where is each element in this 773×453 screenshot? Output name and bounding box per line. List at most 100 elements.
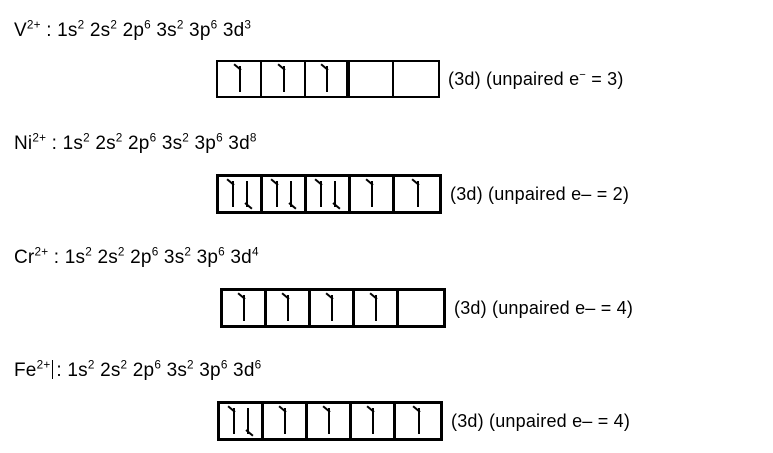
orbital-term: 1s xyxy=(62,133,84,154)
orbital-box xyxy=(351,177,395,211)
orbital-term: 3p xyxy=(199,360,221,381)
orbital-term: 2p xyxy=(128,133,150,154)
separator-colon: : xyxy=(56,360,62,381)
unpaired-electron-label: (3d) (unpaired e– = 4) xyxy=(451,411,630,432)
orbital-box xyxy=(395,177,439,211)
configuration-line: V2+ : 1s2 2s2 2p6 3s2 3p6 3d3 xyxy=(14,18,251,44)
orbital-electron-count: 6 xyxy=(216,131,223,145)
orbital-term: 1s xyxy=(64,247,86,268)
orbital-term: 3s xyxy=(163,247,185,268)
orbital-term: 2s xyxy=(95,133,116,154)
label-suffix: = 4) xyxy=(595,297,634,318)
spin-up-arrow-icon xyxy=(369,292,381,321)
spin-down-arrow-icon xyxy=(241,181,253,210)
orbital-term: 2p xyxy=(130,247,152,268)
orbital-diagram-strip: (3d) (unpaired e– = 2) xyxy=(216,174,629,214)
orbital-term: 3s xyxy=(166,360,188,381)
orbital-electron-count: 2 xyxy=(187,358,194,372)
spin-up-arrow-icon xyxy=(227,405,239,434)
orbital-electron-count: 6 xyxy=(254,358,262,372)
orbital-box xyxy=(307,177,351,211)
spin-up-arrow-icon xyxy=(232,63,245,92)
arrow-shaft xyxy=(233,408,235,434)
configuration-line: Cr2+ : 1s2 2s2 2p6 3s2 3p6 3d4 xyxy=(14,245,259,271)
arrow-shaft xyxy=(246,181,248,207)
orbital-electron-count: 6 xyxy=(151,245,159,259)
orbital-electron-count: 2 xyxy=(110,18,118,32)
orbital-electron-count: 6 xyxy=(154,358,162,372)
configuration-line: Fe2+: 1s2 2s2 2p6 3s2 3p6 3d6 xyxy=(14,358,261,384)
orbital-electron-count: 2 xyxy=(115,131,123,145)
label-suffix: = 2) xyxy=(591,183,630,204)
orbital-electrons xyxy=(267,291,308,325)
orbital-box xyxy=(267,291,311,325)
arrow-shaft xyxy=(372,408,374,434)
orbital-electron-count: 8 xyxy=(249,131,257,145)
spin-up-arrow-icon xyxy=(366,405,378,434)
separator-colon: : xyxy=(46,20,52,41)
orbital-diagram-strip: (3d) (unpaired e– = 4) xyxy=(217,401,630,441)
orbital-electron-count: 4 xyxy=(251,245,259,259)
spin-up-arrow-icon xyxy=(411,405,424,434)
ion-symbol: Fe xyxy=(14,360,37,381)
orbital-electron-count: 2 xyxy=(83,131,90,145)
orbital-box xyxy=(308,404,352,438)
arrow-shaft xyxy=(417,408,420,434)
label-prefix: (3d) (unpaired e xyxy=(450,183,582,204)
spin-up-arrow-icon xyxy=(278,405,290,434)
orbital-term: 3p xyxy=(189,20,211,41)
orbital-electron-count: 3 xyxy=(244,18,252,32)
orbital-box xyxy=(399,291,443,325)
label-suffix: = 3) xyxy=(586,68,624,89)
configuration-line: Ni2+ : 1s2 2s2 2p6 3s2 3p6 3d8 xyxy=(14,131,257,157)
orbital-electrons xyxy=(307,177,348,211)
arrow-shaft xyxy=(375,295,377,321)
orbital-electron-count: 2 xyxy=(77,18,85,32)
orbital-box xyxy=(218,62,262,96)
orbital-term: 2s xyxy=(97,247,118,268)
orbital-term: 3p xyxy=(194,133,217,154)
orbital-electron-count: 2 xyxy=(120,358,128,372)
orbital-term: 3d xyxy=(230,247,252,268)
orbital-term: 3p xyxy=(196,247,219,268)
orbital-diagram-strip: (3d) (unpaired e− = 3) xyxy=(216,60,624,98)
orbital-electrons xyxy=(308,404,349,438)
orbital-term: 3s xyxy=(161,133,183,154)
orbital-box xyxy=(306,62,350,96)
orbital-electrons xyxy=(220,404,261,438)
orbital-electron-count: 2 xyxy=(182,131,190,145)
orbital-electrons xyxy=(306,62,346,96)
spin-up-arrow-icon xyxy=(314,178,326,207)
spin-up-arrow-icon xyxy=(322,405,334,434)
spin-up-arrow-icon xyxy=(319,63,332,92)
orbital-electron-count: 6 xyxy=(220,358,228,372)
spin-up-arrow-icon xyxy=(281,292,293,321)
arrow-shaft xyxy=(331,295,333,321)
orbital-term: 3d xyxy=(222,20,245,41)
label-prefix: (3d) (unpaired e xyxy=(451,410,583,431)
arrow-head xyxy=(411,405,421,413)
arrow-head xyxy=(276,63,286,71)
electron-charge-sign: – xyxy=(582,410,593,431)
spin-up-arrow-icon xyxy=(276,63,289,92)
orbital-electron-count: 2 xyxy=(117,245,125,259)
orbital-box xyxy=(350,62,394,96)
label-suffix: = 4) xyxy=(592,410,631,431)
arrow-shaft xyxy=(334,181,336,207)
orbital-electrons xyxy=(352,404,393,438)
spin-up-arrow-icon xyxy=(270,178,282,207)
orbital-box xyxy=(311,291,355,325)
spin-down-arrow-icon xyxy=(242,408,254,437)
arrow-head xyxy=(319,63,329,71)
orbital-electrons xyxy=(263,177,304,211)
arrow-head xyxy=(232,63,242,71)
orbital-box xyxy=(223,291,267,325)
orbital-electron-count: 6 xyxy=(149,131,157,145)
orbital-electron-count: 2 xyxy=(176,18,184,32)
electron-charge-sign: – xyxy=(581,183,592,204)
orbital-box xyxy=(220,404,264,438)
orbital-electrons xyxy=(223,291,264,325)
arrow-shaft xyxy=(276,181,278,207)
orbital-box-row xyxy=(220,288,446,328)
orbital-electrons xyxy=(351,177,392,211)
